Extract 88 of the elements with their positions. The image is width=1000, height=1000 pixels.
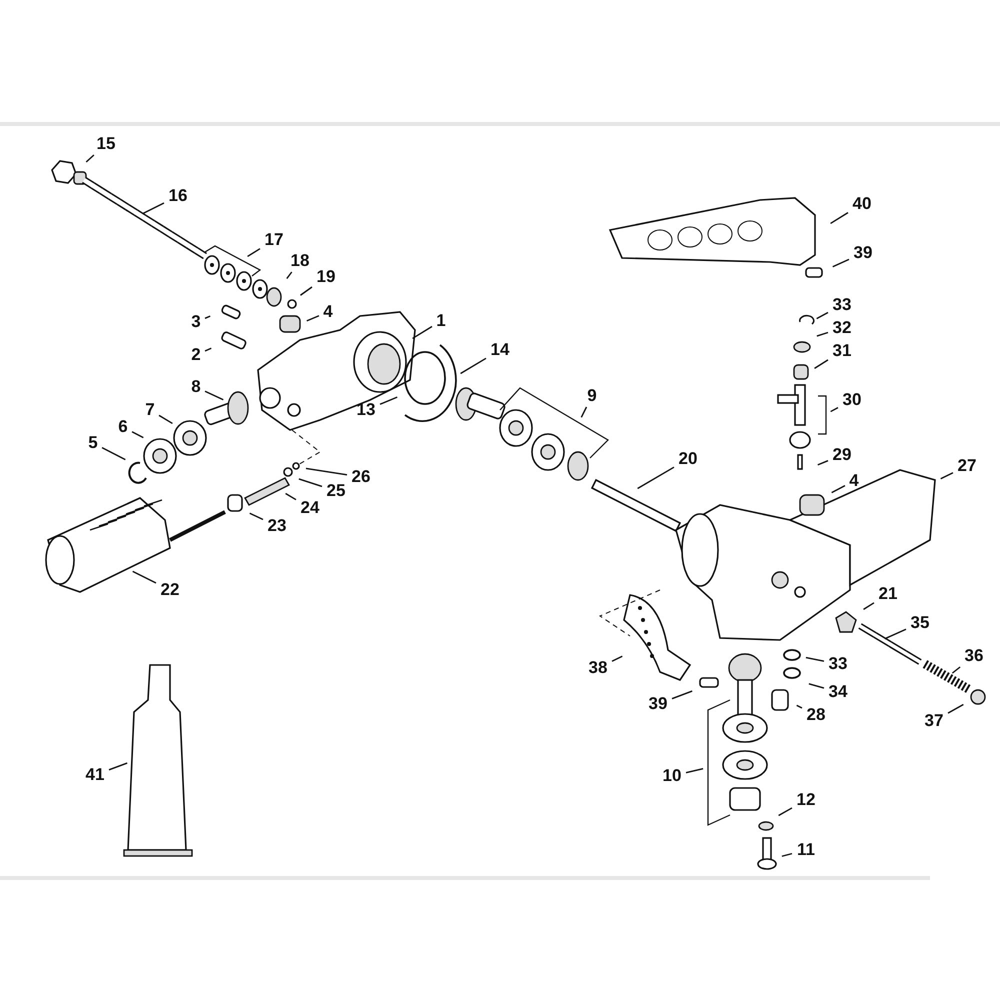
leader-line: [808, 683, 824, 689]
callout-number: 28: [806, 705, 826, 725]
leader-line: [814, 359, 828, 369]
callout-number: 11: [797, 840, 815, 860]
leader-line: [782, 852, 792, 857]
leader-line: [830, 212, 848, 224]
callout-number: 6: [118, 417, 128, 437]
leader-line: [816, 312, 828, 320]
leader-line: [831, 485, 846, 494]
callout-number: 21: [878, 584, 898, 604]
callout-number: 33: [828, 654, 848, 674]
leader-line: [102, 447, 126, 460]
callout-number: 12: [796, 790, 816, 810]
callout-number: 24: [300, 498, 320, 518]
leader-line: [306, 315, 320, 322]
leader-line: [204, 316, 210, 319]
callout-number: 22: [160, 580, 180, 600]
callout-number: 17: [264, 230, 284, 250]
leader-line: [884, 628, 906, 640]
leader-line: [816, 332, 828, 337]
leader-line: [380, 396, 398, 405]
leader-line: [132, 431, 144, 438]
callout-number: 37: [924, 711, 944, 731]
leader-line: [286, 272, 292, 280]
leader-line: [686, 768, 704, 774]
leader-line: [204, 348, 212, 352]
callout-number: 4: [323, 302, 333, 322]
callout-number: 4: [849, 471, 859, 491]
callout-number: 20: [678, 449, 698, 469]
callout-number: 14: [490, 340, 510, 360]
leader-line: [298, 478, 322, 488]
callout-number: 40: [852, 194, 872, 214]
callout-number: 26: [352, 467, 370, 487]
leader-line: [830, 406, 838, 412]
callout-number: 31: [832, 341, 852, 361]
leader-line: [806, 656, 824, 662]
leader-line: [612, 656, 623, 662]
callout-number: 32: [832, 318, 852, 338]
leader-line: [300, 286, 312, 296]
callout-number: 41: [86, 765, 104, 785]
callout-number: 39: [648, 694, 668, 714]
callout-number: 30: [842, 390, 862, 410]
callout-number: 5: [88, 433, 98, 453]
leader-line: [948, 704, 964, 714]
leader-line: [672, 690, 692, 700]
leader-line: [142, 202, 164, 214]
callout-number: 34: [828, 682, 848, 702]
callout-number: 7: [145, 400, 155, 420]
callout-number: 33: [832, 295, 852, 315]
leader-line: [247, 248, 260, 258]
callout-number: 19: [316, 267, 336, 287]
leader-line: [158, 414, 173, 424]
leader-line: [460, 358, 486, 374]
callout-number: 36: [964, 646, 984, 666]
callout-number: 38: [588, 658, 608, 678]
leader-line: [832, 258, 850, 268]
leader-line: [580, 406, 588, 418]
leader-line: [306, 468, 348, 476]
leader-line: [940, 472, 954, 480]
callout-number: 18: [290, 251, 310, 271]
leader-line: [249, 512, 264, 520]
callout-number: 8: [191, 377, 201, 397]
leader-line: [952, 666, 961, 674]
callout-number: 16: [168, 186, 188, 206]
callout-number: 15: [96, 134, 116, 154]
leader-line: [285, 492, 296, 500]
leader-line: [863, 602, 874, 610]
callout-number: 23: [268, 516, 286, 536]
leader-line: [108, 762, 128, 770]
leader-line: [86, 154, 94, 162]
leader-line: [412, 326, 432, 340]
callout-number: 10: [662, 766, 682, 786]
callout-number: 27: [958, 456, 976, 476]
callout-number: 2: [191, 345, 201, 365]
callout-number: 1: [436, 311, 446, 331]
callout-number: 25: [326, 481, 346, 501]
leader-line: [818, 460, 828, 466]
leader-line: [796, 704, 802, 709]
callout-number: 13: [356, 400, 376, 420]
leader-line: [778, 807, 792, 816]
callout-number: 35: [910, 613, 930, 633]
callout-number: 39: [854, 243, 872, 263]
callout-number: 29: [832, 445, 852, 465]
leader-line: [637, 466, 674, 490]
leader-line: [204, 390, 224, 400]
callout-number: 9: [587, 386, 597, 406]
callout-number: 3: [191, 312, 201, 332]
leader-line: [132, 570, 156, 584]
